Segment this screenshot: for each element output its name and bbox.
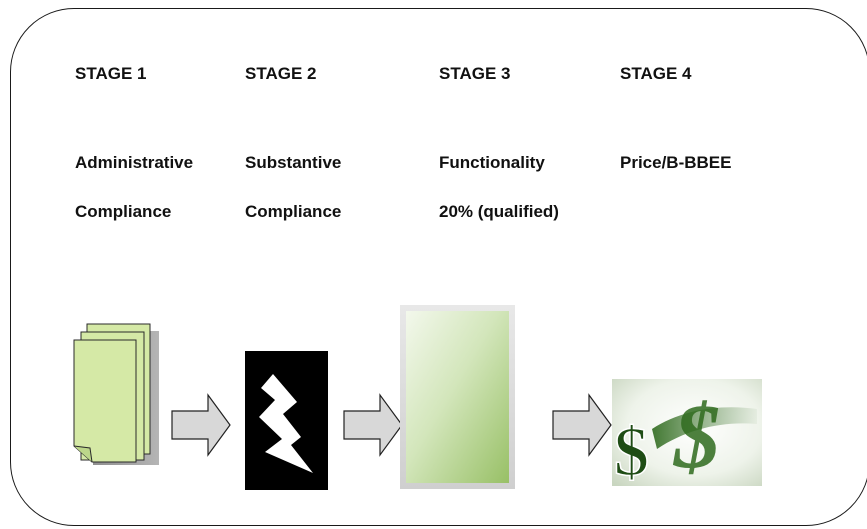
stage-2-label-line1: Substantive bbox=[245, 153, 342, 172]
right-arrow-icon bbox=[343, 393, 403, 457]
right-arrow-icon bbox=[552, 393, 612, 457]
stage-1-heading: STAGE 1 bbox=[75, 64, 147, 83]
stage-4-heading: STAGE 4 bbox=[620, 64, 692, 83]
stage-3-heading: STAGE 3 bbox=[439, 64, 511, 83]
stage-4-label-line1: Price/B-BBEE bbox=[620, 153, 732, 172]
stage-2-label-line2: Compliance bbox=[245, 202, 342, 221]
right-arrow-icon bbox=[171, 393, 231, 457]
svg-text:$: $ bbox=[614, 414, 649, 491]
stage-1-label-line2: Compliance bbox=[75, 202, 172, 221]
green-gradient-panel-icon bbox=[400, 305, 515, 489]
diagram-frame bbox=[10, 8, 867, 526]
lightning-bolt-icon bbox=[245, 351, 328, 490]
stage-3-label-line1: Functionality bbox=[439, 153, 545, 172]
stacked-documents-icon bbox=[73, 323, 159, 465]
dollar-sign-icon: $ $ bbox=[612, 379, 762, 492]
stage-1-label-line1: Administrative bbox=[75, 153, 194, 172]
stage-3-label-line2: 20% (qualified) bbox=[439, 202, 559, 221]
stage-2-heading: STAGE 2 bbox=[245, 64, 317, 83]
svg-text:$: $ bbox=[672, 385, 720, 487]
